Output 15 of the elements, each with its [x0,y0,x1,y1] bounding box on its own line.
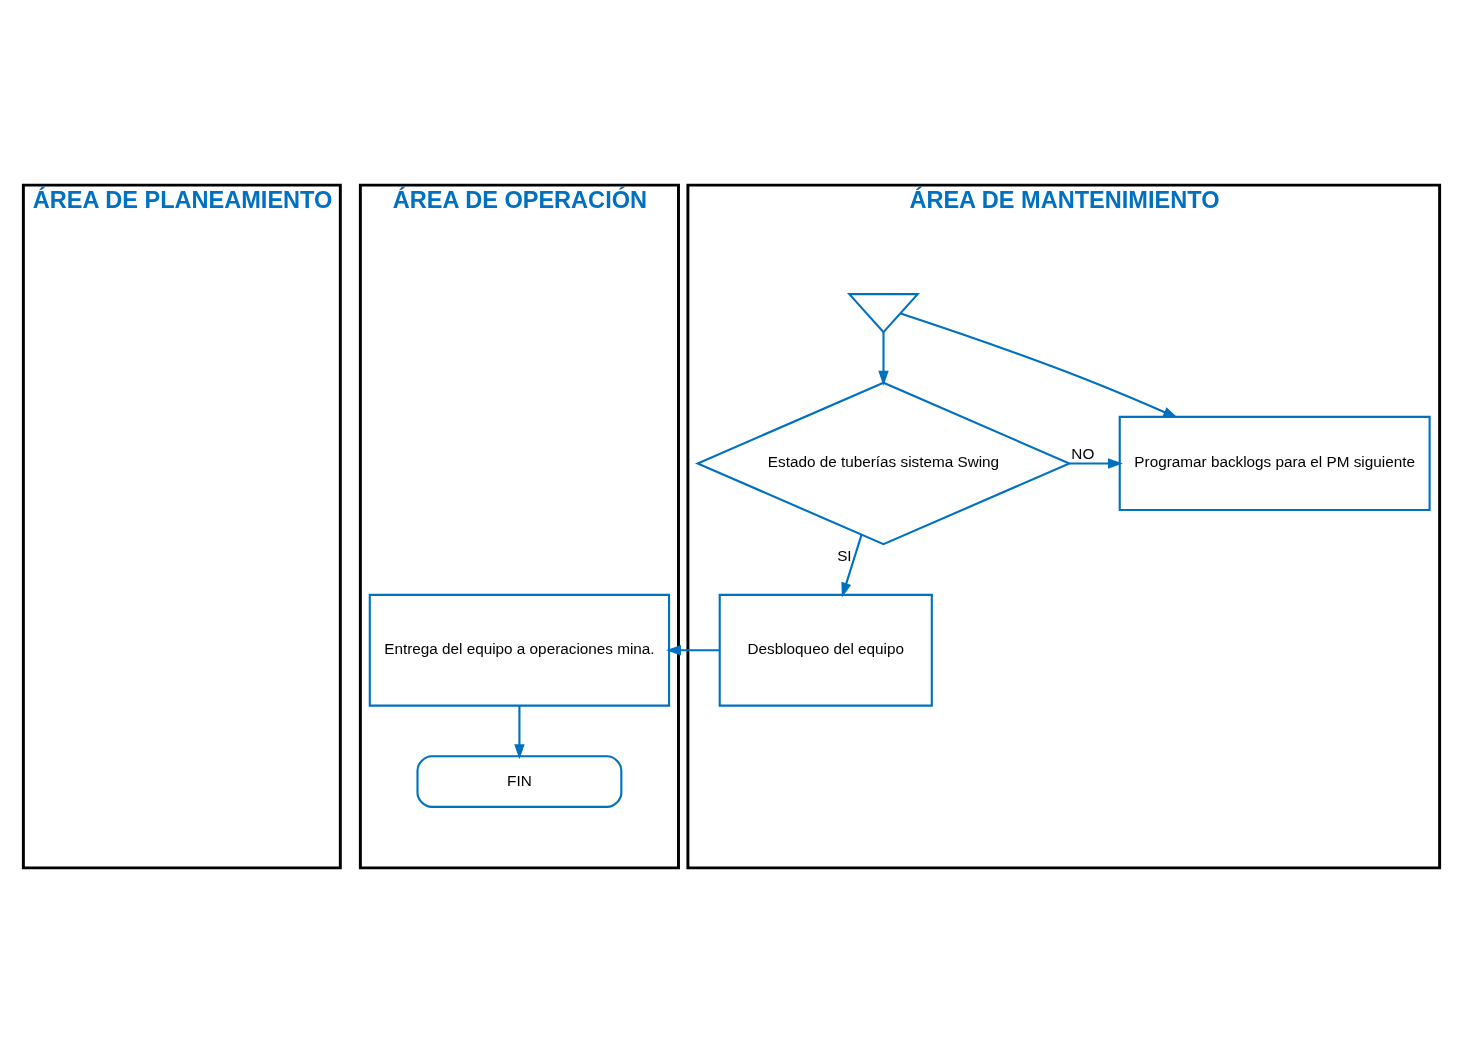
edge-label: SI [836,546,852,564]
node-box: Programar backlogs para el PM siguiente [1118,415,1431,511]
edge-label: NO [1070,444,1094,462]
node-diamond: Estado de tuberías sistema Swing [694,381,1072,545]
node-box: Desbloqueo del equipo [718,593,933,707]
arrow [1069,457,1123,469]
node-box: FIN [415,754,622,808]
node-box: Entrega del equipo a operaciones mina. [368,593,670,707]
node-triangle [846,292,920,334]
arrow [513,705,525,759]
arrow [665,644,719,655]
node-box: ÁREA DE PLANEAMIENTO [21,183,342,869]
arrow [877,331,889,386]
arrow [840,534,863,598]
arrow [899,312,1178,418]
